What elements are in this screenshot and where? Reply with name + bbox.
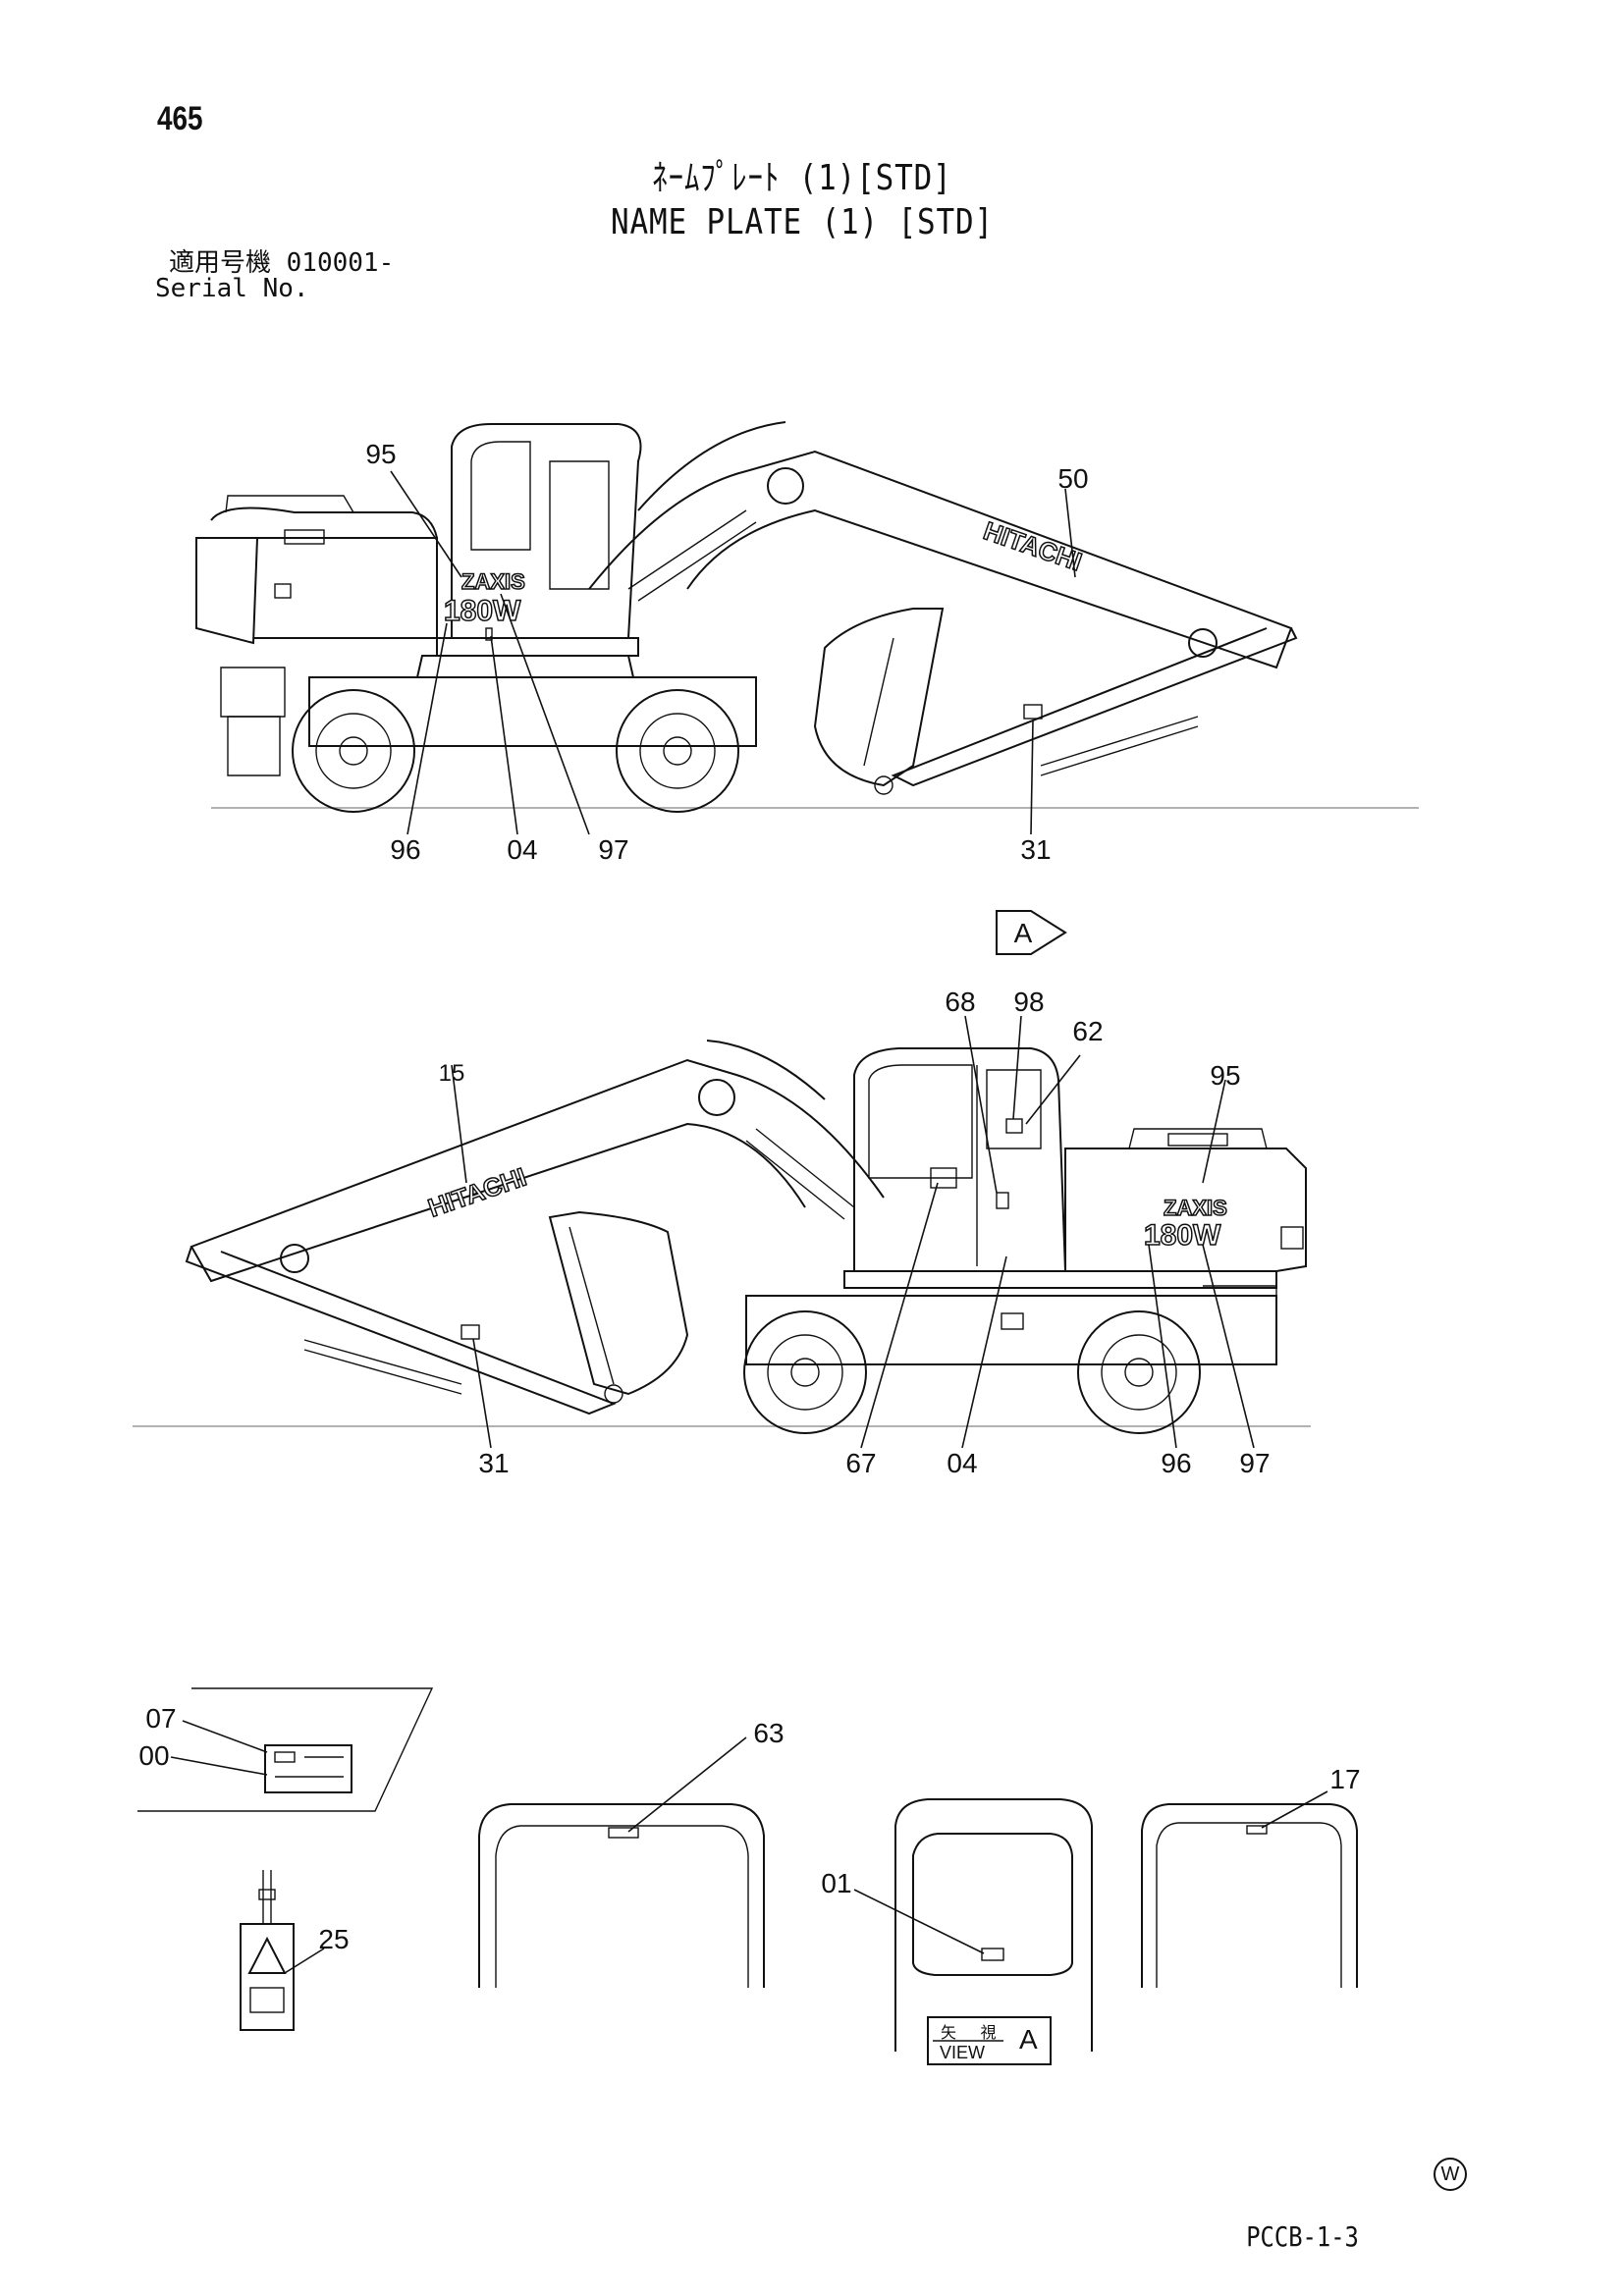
excavator-side-view-right: HITACHI ZAXIS 180W <box>133 1015 1311 1449</box>
w-mark: W <box>1434 2158 1467 2191</box>
callout-95-top: 95 <box>365 439 397 469</box>
callout-67: 67 <box>845 1448 877 1478</box>
view-label-japanese: 矢 視 <box>941 2025 1006 2042</box>
view-a-label-box <box>927 2016 1052 2065</box>
callout-31-top: 31 <box>1020 834 1052 865</box>
callout-25: 25 <box>318 1924 350 1954</box>
serial-label-japanese: 適用号機 010001- <box>169 248 395 278</box>
callout-17: 17 <box>1329 1764 1361 1794</box>
page-number: 465 <box>157 100 203 137</box>
model-decal2-line2: 180W <box>1144 1219 1221 1252</box>
callout-97-bottom: 97 <box>1239 1448 1271 1478</box>
callout-95-bottom: 95 <box>1210 1060 1241 1091</box>
model-decal2-line1: ZAXIS <box>1164 1196 1227 1220</box>
model-decal-line2: 180W <box>444 595 521 627</box>
callout-68: 68 <box>945 987 976 1017</box>
callout-01: 01 <box>821 1868 852 1898</box>
cab-frame-detail-17 <box>1141 1790 1358 1988</box>
callout-62: 62 <box>1072 1016 1104 1046</box>
callout-98: 98 <box>1013 987 1045 1017</box>
callout-50: 50 <box>1057 463 1089 494</box>
title-english: NAME PLATE (1) [STD] <box>610 202 994 242</box>
callout-31-bottom: 31 <box>478 1448 510 1478</box>
model-decal-line1: ZAXIS <box>461 569 525 594</box>
serial-label-english: Serial No. <box>155 274 309 303</box>
nameplate-detail <box>137 1687 434 1812</box>
callout-97-top: 97 <box>598 834 629 865</box>
view-label-letter: A <box>1019 2024 1038 2055</box>
callout-04-bottom: 04 <box>947 1448 978 1478</box>
callout-15: 15 <box>438 1060 465 1087</box>
callout-96-top: 96 <box>390 834 421 865</box>
door-window-detail-01 <box>853 1798 1093 2052</box>
warning-tag-detail <box>240 1870 325 2031</box>
title-japanese: ﾈｰﾑﾌﾟﾚｰﾄ (1)[STD] <box>652 158 952 198</box>
brand-decal-2: HITACHI <box>424 1162 530 1223</box>
callout-96-bottom: 96 <box>1161 1448 1192 1478</box>
page-code: PCCB-1-3 <box>1246 2220 1359 2253</box>
callout-63: 63 <box>753 1718 785 1748</box>
excavator-side-view-left: HITACHI ZAXIS 180W <box>195 421 1419 835</box>
view-a-arrow-label: A <box>1013 918 1033 948</box>
callout-00: 00 <box>138 1740 170 1771</box>
callout-04-top: 04 <box>507 834 538 865</box>
cab-frame-detail-63 <box>478 1736 765 1988</box>
view-label-english: VIEW <box>940 2043 986 2062</box>
view-a-arrow <box>996 910 1067 955</box>
callout-07: 07 <box>145 1703 177 1734</box>
